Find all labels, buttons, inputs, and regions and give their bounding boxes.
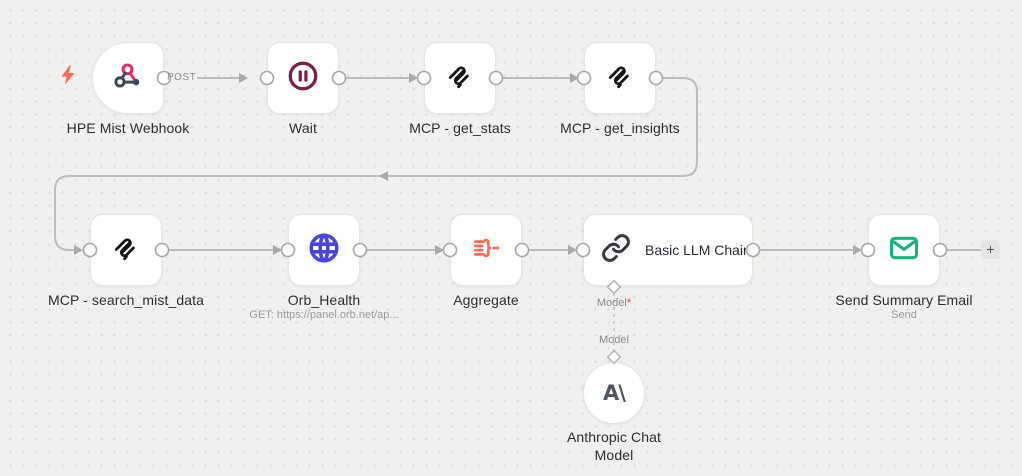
trigger-bolt-icon (59, 65, 77, 90)
node-label-wait: Wait (289, 120, 317, 136)
node-label-anthropic-line1: Anthropic Chat (566, 429, 661, 445)
arrowhead (568, 245, 577, 255)
node-label-getinsights: MCP - get_insights (560, 120, 680, 136)
node-mcp-search-mist-data[interactable] (90, 214, 162, 286)
add-node-button[interactable]: + (981, 240, 1000, 259)
node-mcp-get-stats[interactable] (424, 42, 496, 114)
node-inline-label: Basic LLM Chain (645, 242, 751, 258)
arrowhead (239, 73, 248, 83)
node-label-webhook: HPE Mist Webhook (66, 120, 190, 136)
node-hpe-mist-webhook[interactable] (92, 42, 164, 114)
node-subtitle-email: Send (891, 309, 917, 321)
webhook-output-label: POST (167, 72, 197, 83)
arrowhead (409, 73, 418, 83)
arrowhead-left (379, 171, 388, 181)
node-mcp-get-insights[interactable] (584, 42, 656, 114)
node-label-anthropic-line2: Model (594, 447, 634, 463)
node-aggregate[interactable] (450, 214, 522, 286)
anthropic-model-port-label: Model (599, 334, 629, 346)
mcp-icon (111, 233, 141, 268)
arrowhead (74, 245, 83, 255)
node-basic-llm-chain[interactable]: Basic LLM Chain (583, 214, 753, 286)
arrowhead (853, 245, 862, 255)
node-label-email: Send Summary Email (835, 292, 973, 308)
chain-link-icon (601, 233, 631, 268)
model-ports[interactable] (606, 279, 622, 365)
arrowhead (273, 245, 282, 255)
llm-model-port-label: Model* (596, 297, 632, 309)
required-marker: * (626, 297, 632, 309)
anthropic-logo-icon: A\ (603, 381, 626, 405)
arrowhead (570, 73, 579, 83)
aggregate-icon (470, 232, 502, 269)
webhook-icon (112, 60, 144, 97)
node-send-summary-email[interactable] (868, 214, 940, 286)
mcp-icon (445, 61, 475, 96)
node-anthropic-chat-model[interactable]: A\ (583, 362, 645, 424)
mcp-icon (605, 61, 635, 96)
globe-icon (307, 231, 341, 270)
node-label-search: MCP - search_mist_data (47, 292, 204, 308)
node-orb-health[interactable] (288, 214, 360, 286)
email-icon (887, 231, 921, 270)
node-label-aggregate: Aggregate (453, 292, 519, 308)
node-label-orb: Orb_Health (287, 292, 361, 308)
node-label-getstats: MCP - get_stats (409, 120, 511, 136)
arrowhead (435, 245, 444, 255)
node-wait[interactable] (267, 42, 339, 114)
node-subtitle-orb: GET: https://panel.orb.net/ap... (249, 309, 399, 321)
pause-icon (286, 59, 320, 98)
